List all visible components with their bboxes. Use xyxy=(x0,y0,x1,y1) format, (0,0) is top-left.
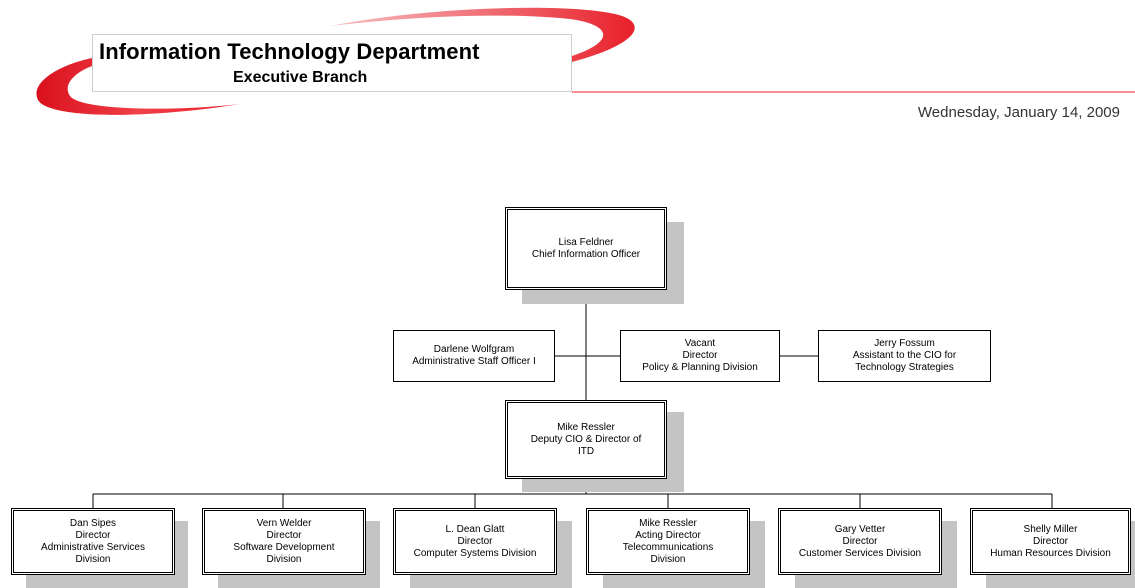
admin-staff-title: Administrative Staff Officer I xyxy=(412,356,536,367)
cio-title: Chief Information Officer xyxy=(531,248,641,260)
page-subtitle: Executive Branch xyxy=(233,69,368,86)
division-5-role: Director xyxy=(842,535,878,547)
division-3-name: L. Dean Glatt xyxy=(445,523,505,535)
division-3-role: Director xyxy=(457,535,493,547)
division-2-dept: Software Development xyxy=(233,541,335,553)
assistant-name: Jerry Fossum xyxy=(874,338,935,349)
division-2-name: Vern Welder xyxy=(256,517,312,529)
division-2-role: Director xyxy=(266,529,302,541)
org-node-division-6: Shelly Miller Director Human Resources D… xyxy=(970,508,1131,575)
division-6-dept: Human Resources Division xyxy=(990,547,1111,559)
page-title: Information Technology Department xyxy=(99,39,480,64)
deputy-title-2: ITD xyxy=(577,445,595,457)
division-1-name: Dan Sipes xyxy=(69,517,117,529)
division-6-name: Shelly Miller xyxy=(1023,523,1078,535)
policy-name: Vacant xyxy=(684,338,716,349)
division-5-name: Gary Vetter xyxy=(834,523,886,535)
assistant-title-1: Assistant to the CIO for xyxy=(852,350,957,361)
division-1-dept-2: Division xyxy=(75,553,111,565)
division-4-name: Mike Ressler xyxy=(639,517,697,529)
division-4-dept: Telecommunications xyxy=(622,541,714,553)
division-6-role: Director xyxy=(1032,535,1068,547)
division-5-dept: Customer Services Division xyxy=(798,547,922,559)
org-node-cio-assistant: Jerry Fossum Assistant to the CIO for Te… xyxy=(818,330,991,382)
assistant-title-2: Technology Strategies xyxy=(855,362,954,373)
policy-division: Policy & Planning Division xyxy=(642,362,758,373)
division-4-role: Acting Director xyxy=(635,529,701,541)
swoosh-upper-arc xyxy=(330,7,635,63)
admin-staff-name: Darlene Wolfgram xyxy=(433,344,515,355)
org-node-division-5: Gary Vetter Director Customer Services D… xyxy=(778,508,942,575)
report-date: Wednesday, January 14, 2009 xyxy=(917,104,1120,121)
swoosh-lower-arc xyxy=(36,58,241,115)
division-1-dept: Administrative Services xyxy=(41,541,145,553)
division-4-dept-2: Division xyxy=(650,553,686,565)
org-node-division-4: Mike Ressler Acting Director Telecommuni… xyxy=(586,508,750,575)
division-1-role: Director xyxy=(75,529,111,541)
org-node-division-1: Dan Sipes Director Administrative Servic… xyxy=(11,508,175,575)
deputy-title-1: Deputy CIO & Director of xyxy=(530,433,642,445)
org-node-cio: Lisa Feldner Chief Information Officer xyxy=(505,207,667,290)
division-2-dept-2: Division xyxy=(266,553,302,565)
policy-role: Director xyxy=(682,350,718,361)
org-node-division-2: Vern Welder Director Software Developmen… xyxy=(202,508,366,575)
division-3-dept: Computer Systems Division xyxy=(413,547,537,559)
header-title-box: Information Technology Department Execut… xyxy=(92,34,572,92)
org-node-deputy-cio: Mike Ressler Deputy CIO & Director of IT… xyxy=(505,400,667,479)
org-node-admin-staff: Darlene Wolfgram Administrative Staff Of… xyxy=(393,330,555,382)
header-swoosh-logo xyxy=(36,7,1135,115)
org-node-policy-planning: Vacant Director Policy & Planning Divisi… xyxy=(620,330,780,382)
deputy-name: Mike Ressler xyxy=(557,421,615,433)
cio-name: Lisa Feldner xyxy=(558,236,614,248)
org-node-division-3: L. Dean Glatt Director Computer Systems … xyxy=(393,508,557,575)
